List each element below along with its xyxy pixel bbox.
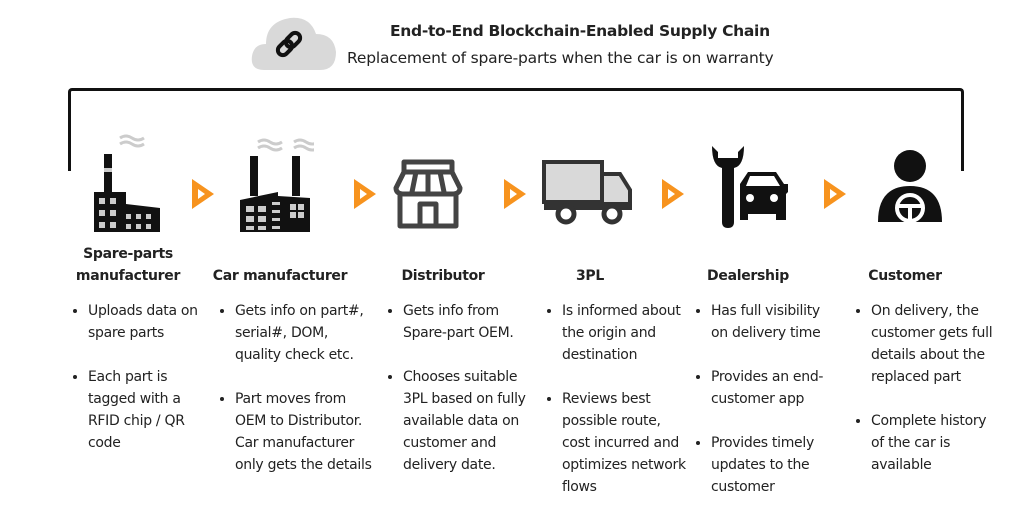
bullet-item: Is informed about the origin and destina…	[562, 300, 686, 366]
cloud-chain-link-icon	[251, 17, 336, 70]
wrench-car-icon	[712, 146, 788, 228]
bullets-distributor: Gets info from Spare-part OEM. Chooses s…	[387, 300, 543, 498]
bullets-dealership: Has full visibility on delivery time Pro…	[695, 300, 837, 520]
stage-label-3pl: 3PL	[575, 268, 605, 284]
stage-label-spare-parts-manufacturer: Spare-parts manufacturer	[75, 246, 181, 284]
bullets-3pl: Is informed about the origin and destina…	[546, 300, 686, 520]
bullets-spare-parts-manufacturer: Uploads data on spare parts Each part is…	[72, 300, 208, 476]
bullet-item: Reviews best possible route, cost incurr…	[562, 388, 686, 498]
flow-arrow-icon	[354, 179, 376, 209]
bullets-customer: On delivery, the customer gets full deta…	[855, 300, 997, 498]
driver-icon	[878, 150, 942, 223]
bullet-item: Part moves from OEM to Distributor. Car …	[235, 388, 375, 476]
flow-bracket	[68, 88, 964, 171]
truck-icon	[542, 160, 632, 225]
bullet-item: Provides an end-customer app	[711, 366, 837, 410]
stage-label-dealership: Dealership	[707, 268, 789, 284]
stage-label-car-manufacturer: Car manufacturer	[212, 268, 348, 284]
bullet-item: Provides timely updates to the customer	[711, 432, 837, 498]
bullet-item: Gets info on part#, serial#, DOM, qualit…	[235, 300, 375, 366]
flow-arrow-icon	[192, 179, 214, 209]
bullet-item: Has full visibility on delivery time	[711, 300, 837, 344]
bullet-item: Chooses suitable 3PL based on fully avai…	[403, 366, 543, 476]
flow-arrow-icon	[662, 179, 684, 209]
bullet-item: Each part is tagged with a RFID chip / Q…	[88, 366, 208, 454]
diagram-subtitle: Replacement of spare-parts when the car …	[347, 49, 774, 67]
car-factory-icon	[240, 138, 314, 232]
diagram-title: End-to-End Blockchain-Enabled Supply Cha…	[390, 22, 770, 40]
bullet-item: Uploads data on spare parts	[88, 300, 208, 344]
flow-arrow-icon	[824, 179, 846, 209]
bullets-car-manufacturer: Gets info on part#, serial#, DOM, qualit…	[219, 300, 375, 498]
stage-label-customer: Customer	[868, 268, 942, 284]
bullet-item: On delivery, the customer gets full deta…	[871, 300, 997, 388]
flow-arrow-icon	[504, 179, 526, 209]
bullet-item: Complete history of the car is available	[871, 410, 997, 476]
bullet-item: Gets info from Spare-part OEM.	[403, 300, 543, 344]
factory-icon	[94, 134, 160, 232]
store-icon	[393, 159, 463, 229]
stage-label-distributor: Distributor	[401, 268, 485, 284]
